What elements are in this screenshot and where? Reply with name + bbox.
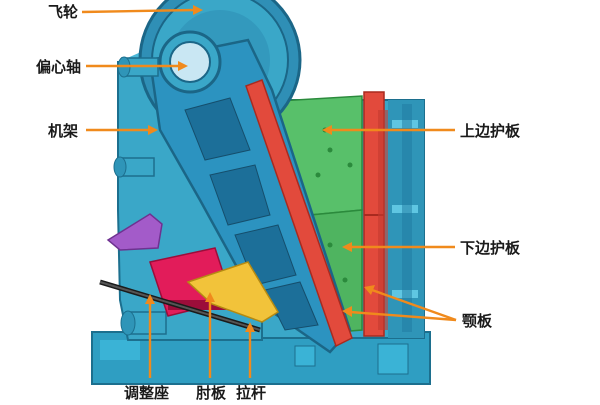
label-upper-guard-plate: 上边护板 bbox=[460, 122, 521, 140]
label-tie-rod: 拉杆 bbox=[236, 384, 266, 402]
label-lower-guard-plate: 下边护板 bbox=[460, 239, 521, 257]
tie-rod bbox=[99, 279, 261, 333]
label-adjusting-seat: 调整座 bbox=[124, 384, 169, 402]
label-frame: 机架 bbox=[48, 122, 78, 140]
label-jaw-plate: 颚板 bbox=[462, 312, 493, 330]
arrows bbox=[81, 5, 457, 378]
fixed-jaw-plate bbox=[363, 91, 388, 337]
labels: 飞轮 偏心轴 机架 上边护板 下边护板 颚板 调整座 肘板 拉杆 bbox=[36, 3, 521, 402]
label-flywheel: 飞轮 bbox=[48, 3, 78, 21]
purple-block bbox=[106, 213, 163, 251]
label-toggle-plate: 肘板 bbox=[196, 384, 227, 402]
movable-jaw-plate bbox=[245, 79, 353, 348]
label-eccentric-shaft: 偏心轴 bbox=[36, 58, 81, 76]
